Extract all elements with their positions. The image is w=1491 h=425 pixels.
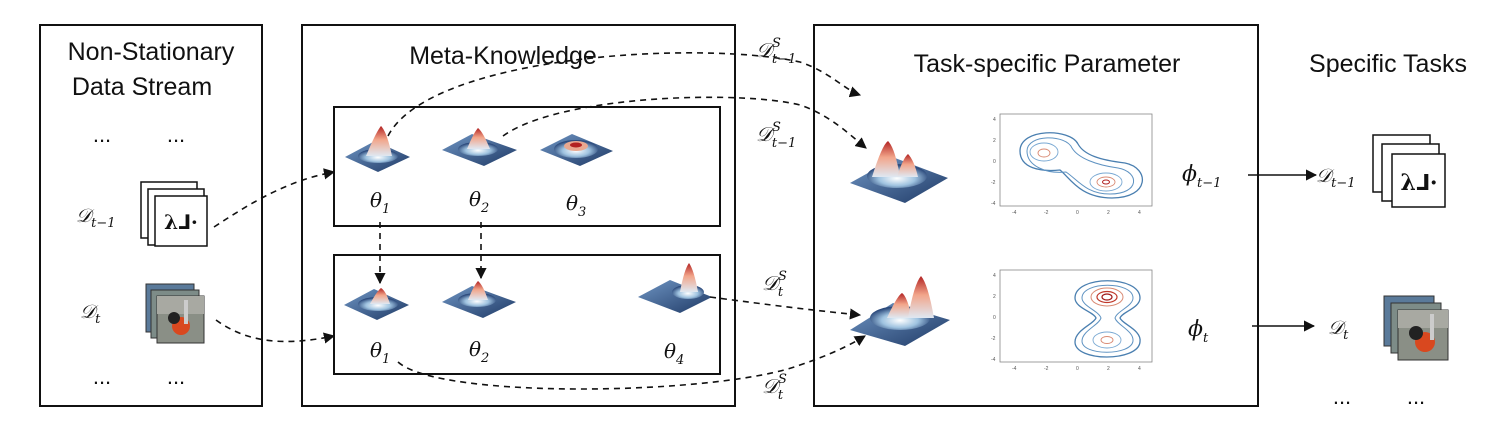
stream-omniglot-glyph: λ⅃·	[164, 210, 198, 234]
meta-row-2-box	[333, 254, 721, 375]
theta2-row1-label: θ2	[469, 187, 489, 216]
surface-theta3-row1	[540, 134, 613, 166]
stream-title-line2: Data Stream	[72, 73, 212, 101]
stream-panel	[39, 24, 263, 407]
surface-theta2-row1	[442, 128, 517, 166]
meta-knowledge-title: Meta-Knowledge	[409, 42, 597, 70]
meta-row-1-box	[333, 106, 721, 227]
contour-plot-prev: 4 2 0 -2 -4 -4 -2 0 2 4	[991, 113, 1153, 216]
contour-curr-ytick-2: 2	[993, 294, 996, 300]
mixture-surface-prev	[850, 141, 948, 203]
contour-curr-xtick-5: 4	[1138, 366, 1141, 372]
contour-prev-xtick-2: -2	[1044, 210, 1049, 216]
contour-prev-xtick-5: 4	[1138, 210, 1141, 216]
stream-ellipsis-top-left: ...	[93, 122, 111, 147]
task-parameter-title: Task-specific Parameter	[914, 50, 1181, 78]
theta3-row1-label: θ3	[566, 191, 586, 220]
arrow-theta2-to-task-prev	[502, 96, 867, 149]
theta1-row1-label: θ1	[370, 188, 390, 217]
task-ellipsis-right: ...	[1407, 384, 1425, 409]
contour-prev-ytick-1: 4	[993, 117, 996, 123]
surface-theta2-row2	[442, 281, 516, 318]
contour-curr-ytick-1: 4	[993, 273, 996, 279]
contour-curr-xtick-4: 2	[1107, 366, 1110, 372]
contour-curr-xtick-2: -2	[1044, 366, 1049, 372]
contour-prev-xtick-3: 0	[1076, 210, 1079, 216]
stream-omniglot-stack: λ⅃·	[140, 181, 208, 247]
surface-theta1-row1	[345, 126, 410, 172]
mixture-surface-curr	[850, 276, 950, 346]
theta2-row2-label: θ2	[469, 337, 489, 366]
task-d-curr-label: 𝒟t	[1328, 317, 1349, 343]
task-omniglot-glyph: λ⅃·	[1400, 170, 1437, 196]
task-omniglot-stack: λ⅃·	[1372, 134, 1446, 208]
phi-curr-label: ϕt	[1188, 317, 1209, 346]
contour-prev-ytick-3: 0	[993, 159, 996, 165]
phi-prev-label: ϕt−1	[1182, 162, 1221, 191]
stream-title-line1: Non-Stationary	[68, 38, 235, 66]
arrow-stream-prev-to-meta	[213, 168, 336, 228]
contour-prev-xtick-4: 2	[1107, 210, 1110, 216]
contour-curr-ytick-3: 0	[993, 315, 996, 321]
arrow-theta1-to-task-curr	[397, 335, 866, 390]
stream-photo-stack	[145, 283, 205, 344]
stream-ellipsis-bottom-left: ...	[93, 364, 111, 389]
stream-d-curr-label: 𝒟t	[80, 301, 101, 327]
arrow-theta4-to-task-curr	[709, 296, 862, 320]
surface-theta4-row2	[638, 263, 712, 313]
contour-prev-xtick-1: -4	[1012, 210, 1017, 216]
contour-curr-xtick-3: 0	[1076, 366, 1079, 372]
contour-curr-ytick-4: -2	[991, 336, 996, 342]
theta1-row2-label: θ1	[370, 338, 390, 367]
contour-prev-ytick-4: -2	[991, 180, 996, 186]
arrow-stream-curr-to-meta	[215, 319, 336, 344]
theta4-row2-label: θ4	[664, 339, 684, 368]
task-photo-stack	[1383, 295, 1449, 361]
task-d-prev-label: 𝒟t−1	[1316, 165, 1356, 191]
surface-theta1-row2	[344, 288, 409, 320]
stream-d-prev-label: 𝒟t−1	[76, 205, 116, 231]
task-parameter-panel	[813, 24, 1259, 407]
contour-prev-ytick-2: 2	[993, 138, 996, 144]
task-ellipsis-left: ...	[1333, 384, 1351, 409]
contour-curr-xtick-1: -4	[1012, 366, 1017, 372]
contour-curr-ytick-5: -4	[991, 357, 996, 363]
meta-knowledge-panel	[301, 24, 736, 407]
specific-tasks-title: Specific Tasks	[1309, 50, 1467, 78]
stream-ellipsis-bottom-right: ...	[167, 364, 185, 389]
contour-plot-curr: 4 2 0 -2 -4 -4 -2 0 2 4	[991, 269, 1153, 372]
arrow-theta1-to-task-prev	[387, 52, 862, 137]
contour-prev-ytick-5: -4	[991, 201, 996, 207]
stream-ellipsis-top-right: ...	[167, 122, 185, 147]
